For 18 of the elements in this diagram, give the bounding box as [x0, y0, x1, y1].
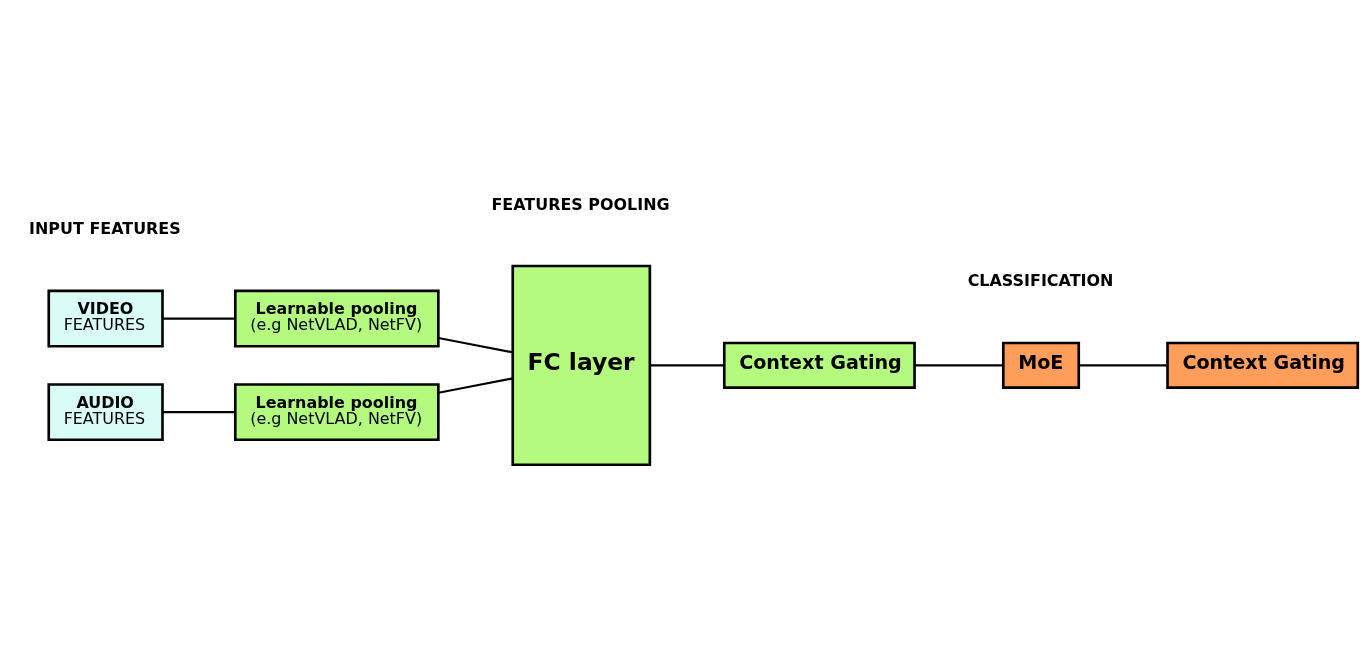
- node-box: MoE: [1001, 341, 1081, 389]
- connector: [162, 411, 236, 414]
- connector: [650, 364, 724, 367]
- node-box: Context Gating: [722, 341, 916, 389]
- connector: [438, 377, 513, 394]
- connector: [914, 364, 1004, 367]
- connector: [162, 317, 236, 320]
- node-box: Context Gating: [1166, 341, 1360, 389]
- label: FEATURES POOLING: [491, 194, 670, 214]
- label: CLASSIFICATION: [967, 271, 1114, 291]
- node-box: Learnable pooling (e.g NetVLAD, NetFV): [233, 383, 440, 442]
- connector: [438, 336, 513, 354]
- connector: [1078, 364, 1168, 367]
- node-box: FC layer: [511, 264, 652, 467]
- label: INPUT FEATURES: [29, 219, 181, 239]
- node-box: VIDEO FEATURES: [47, 289, 164, 348]
- node-box: AUDIO FEATURES: [47, 383, 164, 442]
- node-box: Learnable pooling (e.g NetVLAD, NetFV): [233, 289, 440, 348]
